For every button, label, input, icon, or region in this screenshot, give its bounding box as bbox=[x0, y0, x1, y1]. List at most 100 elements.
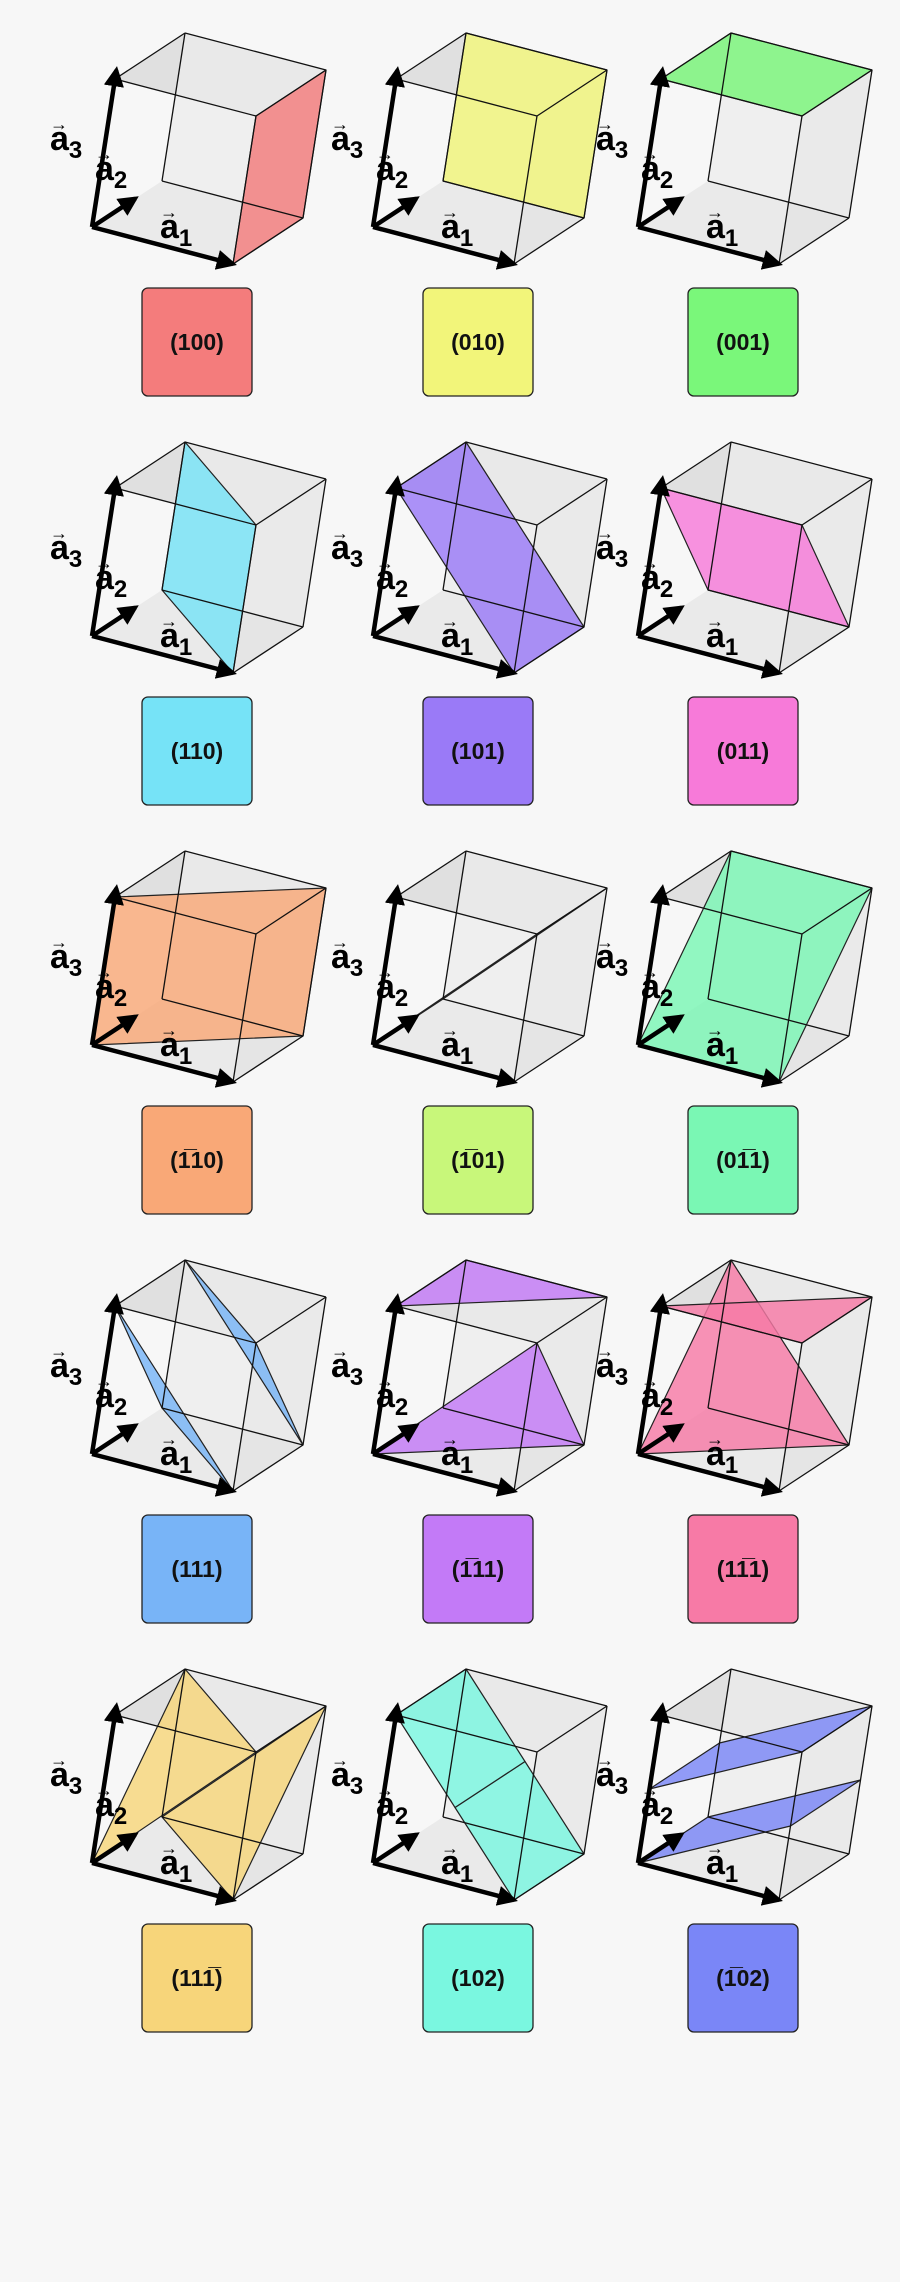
plane-label-box bbox=[687, 1514, 799, 1624]
a2-label-arrow: → bbox=[95, 553, 113, 573]
cube-edge bbox=[442, 441, 467, 591]
a2-label: →a2 bbox=[641, 1780, 673, 1830]
a1-label-letter: a bbox=[160, 1435, 180, 1473]
cube-edge bbox=[161, 1816, 304, 1855]
cube-edge bbox=[184, 1668, 327, 1707]
a2-label-letter: a bbox=[376, 1377, 396, 1415]
a3-label-subscript: 3 bbox=[350, 1773, 363, 1800]
plane-face bbox=[91, 1668, 257, 1864]
cube-edge bbox=[778, 933, 803, 1083]
a3-label: →a3 bbox=[596, 932, 628, 982]
cube-edge bbox=[395, 78, 538, 117]
plane-face bbox=[161, 1705, 327, 1901]
a2-label: →a2 bbox=[95, 1371, 127, 1421]
a1-label: →a1 bbox=[441, 1020, 473, 1070]
a2-axis-arrow bbox=[636, 196, 685, 229]
a2-label-letter: a bbox=[641, 150, 661, 188]
a2-label-arrow: → bbox=[376, 553, 394, 573]
a3-label-subscript: 3 bbox=[350, 546, 363, 573]
a2-axis-arrow bbox=[90, 196, 139, 229]
a2-axis-arrow bbox=[636, 1014, 685, 1047]
cube-edge bbox=[730, 441, 873, 480]
axis-arrows bbox=[635, 475, 783, 679]
plane-cell: →a3→a2→a1(01̅1) bbox=[596, 850, 873, 1215]
a3-axis-arrow bbox=[89, 1702, 124, 1864]
cube-edge bbox=[302, 69, 327, 219]
a3-axis-arrow bbox=[635, 884, 670, 1046]
a2-label-letter: a bbox=[95, 150, 115, 188]
plane-label-box bbox=[687, 1923, 799, 2033]
a2-label: →a2 bbox=[641, 1371, 673, 1421]
cube-edge bbox=[232, 626, 304, 674]
a1-label-subscript: 1 bbox=[460, 225, 473, 252]
a1-label: →a1 bbox=[441, 1838, 473, 1888]
a2-label-subscript: 2 bbox=[395, 1394, 408, 1421]
cube-edges bbox=[395, 32, 608, 265]
plane-label-box bbox=[422, 1923, 534, 2033]
cube-edge bbox=[442, 589, 585, 628]
a3-label: →a3 bbox=[596, 1341, 628, 1391]
a3-label-subscript: 3 bbox=[69, 546, 82, 573]
a1-label-arrow: → bbox=[441, 202, 459, 222]
cube-edge bbox=[114, 850, 186, 898]
plane-label-box bbox=[141, 1923, 253, 2033]
a3-label-letter: a bbox=[331, 529, 351, 567]
cube-edge bbox=[232, 524, 257, 674]
a2-label-arrow: → bbox=[95, 1780, 113, 1800]
cube-edge bbox=[114, 1714, 257, 1753]
a2-label-arrow: → bbox=[376, 1371, 394, 1391]
cube-edge bbox=[442, 180, 585, 219]
a1-label: →a1 bbox=[441, 202, 473, 252]
cube-edges bbox=[395, 1259, 608, 1492]
a2-label-subscript: 2 bbox=[660, 167, 673, 194]
cube-edge bbox=[536, 478, 608, 526]
cube-edge bbox=[255, 478, 327, 526]
a2-label-letter: a bbox=[95, 559, 115, 597]
a2-label-arrow: → bbox=[641, 1780, 659, 1800]
cube-edge bbox=[513, 1853, 585, 1901]
a1-label-arrow: → bbox=[706, 611, 724, 631]
axis-arrows bbox=[89, 66, 237, 270]
plane-cell: →a3→a2→a1(1̅10) bbox=[50, 850, 327, 1215]
plane-label-box bbox=[687, 1105, 799, 1215]
a3-label-letter: a bbox=[50, 938, 70, 976]
cube-edge bbox=[730, 1668, 873, 1707]
a2-label-letter: a bbox=[641, 968, 661, 1006]
a1-label-arrow: → bbox=[441, 1429, 459, 1449]
axis-arrows bbox=[89, 475, 237, 679]
a3-label-subscript: 3 bbox=[350, 955, 363, 982]
a2-label-arrow: → bbox=[376, 962, 394, 982]
a3-label: →a3 bbox=[331, 523, 363, 573]
cube-edge bbox=[801, 478, 873, 526]
a3-label-arrow: → bbox=[596, 114, 614, 134]
a2-label: →a2 bbox=[95, 962, 127, 1012]
cube-edge bbox=[730, 1259, 873, 1298]
a2-label-letter: a bbox=[95, 968, 115, 1006]
a2-axis-arrow bbox=[371, 605, 420, 638]
a3-label: →a3 bbox=[50, 114, 82, 164]
a3-label-letter: a bbox=[331, 120, 351, 158]
a1-axis-arrow bbox=[91, 1451, 237, 1497]
a3-label-letter: a bbox=[596, 1347, 616, 1385]
a2-label-subscript: 2 bbox=[660, 1803, 673, 1830]
a2-label: →a2 bbox=[376, 144, 408, 194]
cube-edge bbox=[513, 1342, 538, 1492]
a3-label-arrow: → bbox=[331, 523, 349, 543]
cube-edge bbox=[801, 1296, 873, 1344]
a3-label-subscript: 3 bbox=[615, 1773, 628, 1800]
cube-edge bbox=[161, 1259, 186, 1409]
cube-edge bbox=[465, 1668, 608, 1707]
a1-label-subscript: 1 bbox=[460, 1452, 473, 1479]
cube-edge bbox=[778, 1035, 850, 1083]
a3-label-arrow: → bbox=[331, 1341, 349, 1361]
cube-edges bbox=[660, 850, 873, 1083]
miller-index-label: (100) bbox=[170, 329, 224, 355]
a1-label-subscript: 1 bbox=[725, 1043, 738, 1070]
a2-label-letter: a bbox=[376, 150, 396, 188]
plane-label-box bbox=[422, 287, 534, 397]
a1-label-subscript: 1 bbox=[460, 1043, 473, 1070]
a1-label-arrow: → bbox=[160, 1429, 178, 1449]
cube-edge bbox=[583, 1296, 608, 1446]
cube-edge bbox=[114, 1668, 186, 1716]
cube-edge bbox=[442, 998, 585, 1037]
